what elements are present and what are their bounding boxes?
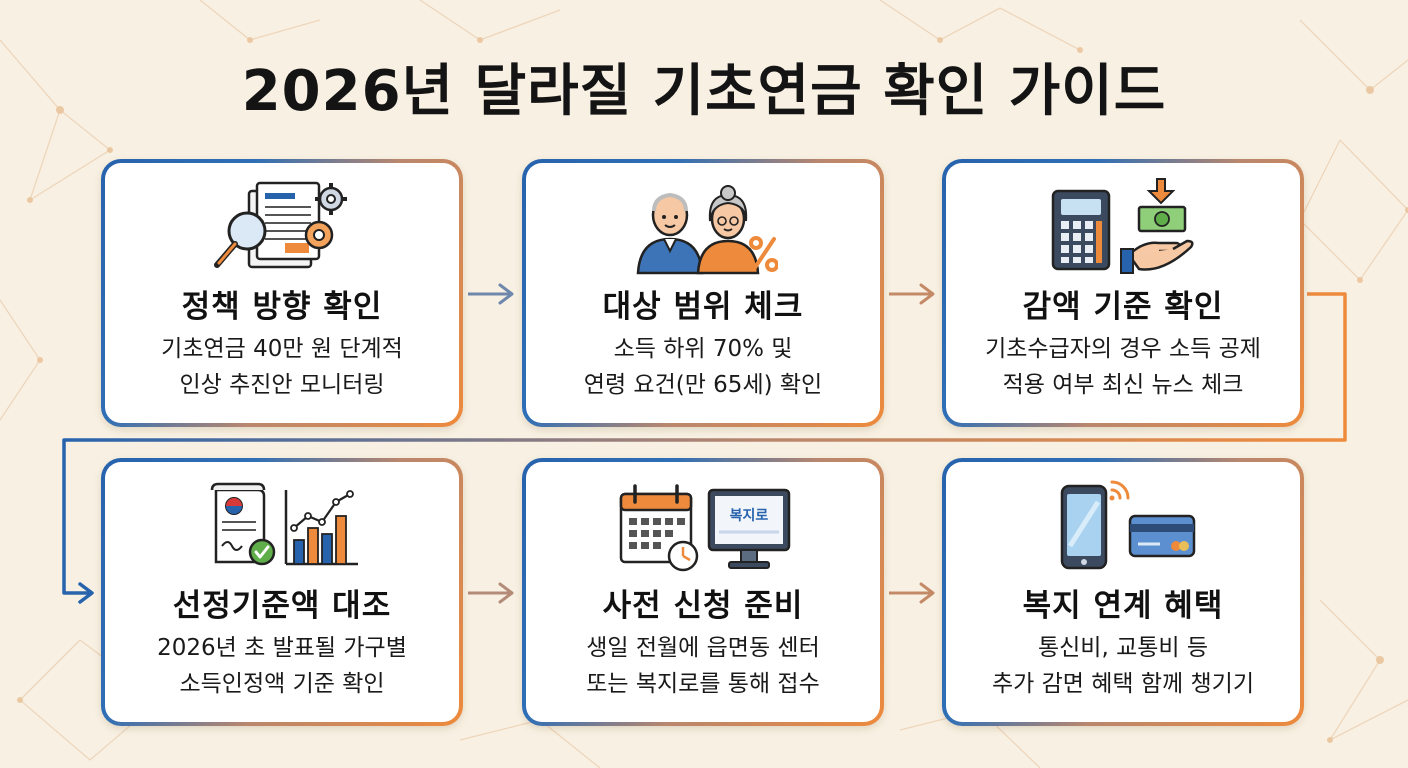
step-card-selection-threshold: 선정기준액 대조 2026년 초 발표될 가구별 소득인정액 기준 확인	[101, 458, 463, 726]
calculator-money-hand-icon	[1051, 178, 1194, 274]
step-title: 정책 방향 확인	[181, 289, 383, 325]
arrow-1-2	[468, 283, 514, 305]
calendar-monitor-icon: 복지로	[619, 484, 791, 572]
arrow-2-3	[889, 283, 935, 305]
step-description: 2026년 초 발표될 가구별 소득인정액 기준 확인	[157, 635, 407, 697]
monitor-label: 복지로	[730, 508, 769, 524]
step-description: 소득 하위 70% 및 연령 요건(만 65세) 확인	[583, 336, 823, 398]
step-title: 감액 기준 확인	[1022, 289, 1224, 325]
phone-card-icon	[1060, 480, 1196, 570]
step-description: 기초수급자의 경우 소득 공제 적용 여부 최신 뉴스 체크	[985, 336, 1261, 398]
step-card-early-application: 복지로 사전 신청 준비 생일 전월에 읍면동 센터 또는 복지로를 통해 접수	[522, 458, 884, 726]
step-description: 생일 전월에 읍면동 센터 또는 복지로를 통해 접수	[586, 635, 820, 697]
elderly-couple-percent-icon	[636, 185, 778, 275]
step-title: 선정기준액 대조	[172, 588, 392, 624]
step-card-reduction-criteria: 감액 기준 확인 기초수급자의 경우 소득 공제 적용 여부 최신 뉴스 체크	[942, 159, 1304, 427]
arrow-4-5	[468, 582, 514, 604]
step-card-target-scope: 대상 범위 체크 소득 하위 70% 및 연령 요건(만 65세) 확인	[522, 159, 884, 427]
arrow-3-4-wrap	[62, 292, 1347, 604]
step-card-welfare-benefits: 복지 연계 혜택 통신비, 교통비 등 추가 감면 혜택 함께 챙기기	[942, 458, 1304, 726]
step-title: 대상 범위 체크	[602, 289, 804, 325]
arrow-5-6	[889, 582, 935, 604]
step-title: 사전 신청 준비	[602, 588, 804, 624]
step-title: 복지 연계 혜택	[1022, 588, 1224, 624]
step-description: 기초연금 40만 원 단계적 인상 추진안 모니터링	[161, 336, 403, 398]
certificate-bar-chart-icon	[210, 482, 358, 566]
step-card-policy-direction: 정책 방향 확인 기초연금 40만 원 단계적 인상 추진안 모니터링	[101, 159, 463, 427]
page-title: 2026년 달라질 기초연금 확인 가이드	[241, 59, 1167, 124]
document-magnifier-gear-icon	[214, 181, 347, 269]
step-description: 통신비, 교통비 등 추가 감면 혜택 함께 챙기기	[991, 635, 1254, 697]
